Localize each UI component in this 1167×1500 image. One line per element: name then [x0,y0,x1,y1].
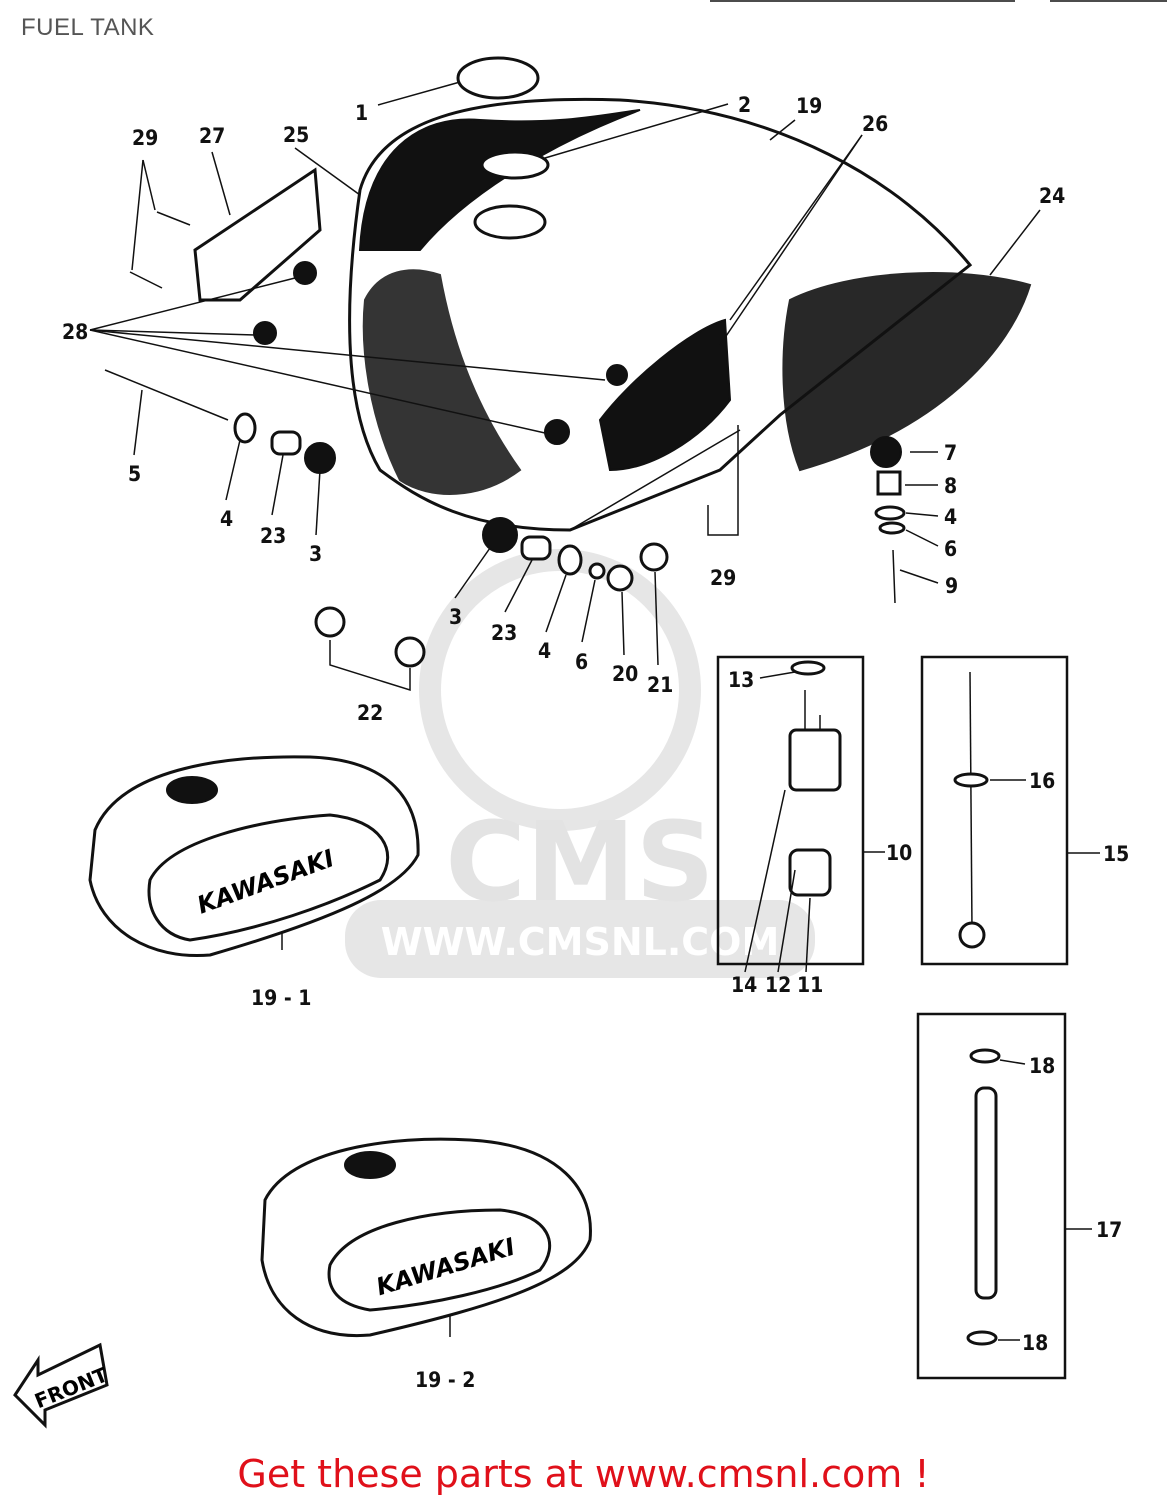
callout-26: 26 [862,112,888,136]
callout-10: 10 [886,841,912,865]
callout-15: 15 [1103,842,1129,866]
callout-7: 7 [944,441,957,465]
callout-23: 23 [260,524,286,548]
callout-29: 29 [132,126,158,150]
callout-11: 11 [797,973,823,997]
callout-6: 6 [944,537,957,561]
callout-22: 22 [357,701,383,725]
callout-12: 12 [765,973,791,997]
callout-16: 16 [1029,769,1055,793]
fuel-tank-variant-19-2: KAWASAKI [260,1137,592,1338]
fuel-cock-box [716,655,885,973]
callout-21: 21 [647,673,673,697]
watermark-logo: CMS [445,798,714,926]
callout-18: 18 [1029,1054,1055,1078]
front-arrow: FRONT [13,1342,111,1429]
callout-19-2: 19 - 2 [415,1368,475,1392]
callout-25: 25 [283,123,309,147]
callout-4: 4 [944,505,957,529]
fuel-tank-variant-19-1: KAWASAKI [88,755,420,958]
callout-20: 20 [612,662,638,686]
callout-1: 1 [355,101,368,125]
callout-labels: 1 2 19 26 24 29 27 25 28 5 4 23 3 3 23 4… [62,93,1129,1392]
callout-14: 14 [731,973,757,997]
fuel-tank-main [348,56,1032,532]
side-emblem-27 [129,167,322,345]
footer-link[interactable]: Get these parts at www.cmsnl.com ! [237,1452,930,1496]
callout-3: 3 [309,542,322,566]
page-title: FUEL TANK [21,14,155,41]
callout-19: 19 [796,94,822,118]
callout-5: 5 [128,462,141,486]
fuel-pipe-box [916,1012,1092,1380]
callout-2: 2 [738,93,751,117]
callout-23: 23 [491,621,517,645]
callout-9: 9 [945,574,958,598]
callout-17: 17 [1096,1218,1122,1242]
callout-8: 8 [944,474,957,498]
mount-hardware [104,369,906,668]
callout-13: 13 [728,668,754,692]
callout-27: 27 [199,124,225,148]
callout-19-1: 19 - 1 [251,986,311,1010]
callout-4: 4 [538,639,551,663]
callout-4: 4 [220,507,233,531]
watermark-url: WWW.CMSNL.COM [381,920,780,964]
callout-29: 29 [710,566,736,590]
callout-28: 28 [62,320,88,344]
callout-3: 3 [449,605,462,629]
filter-box [920,655,1100,966]
callout-18: 18 [1022,1331,1048,1355]
callout-6: 6 [575,650,588,674]
watermark: CMS WWW.CMSNL.COM [345,549,815,978]
callout-24: 24 [1039,184,1065,208]
leader-lines [89,81,1041,1337]
